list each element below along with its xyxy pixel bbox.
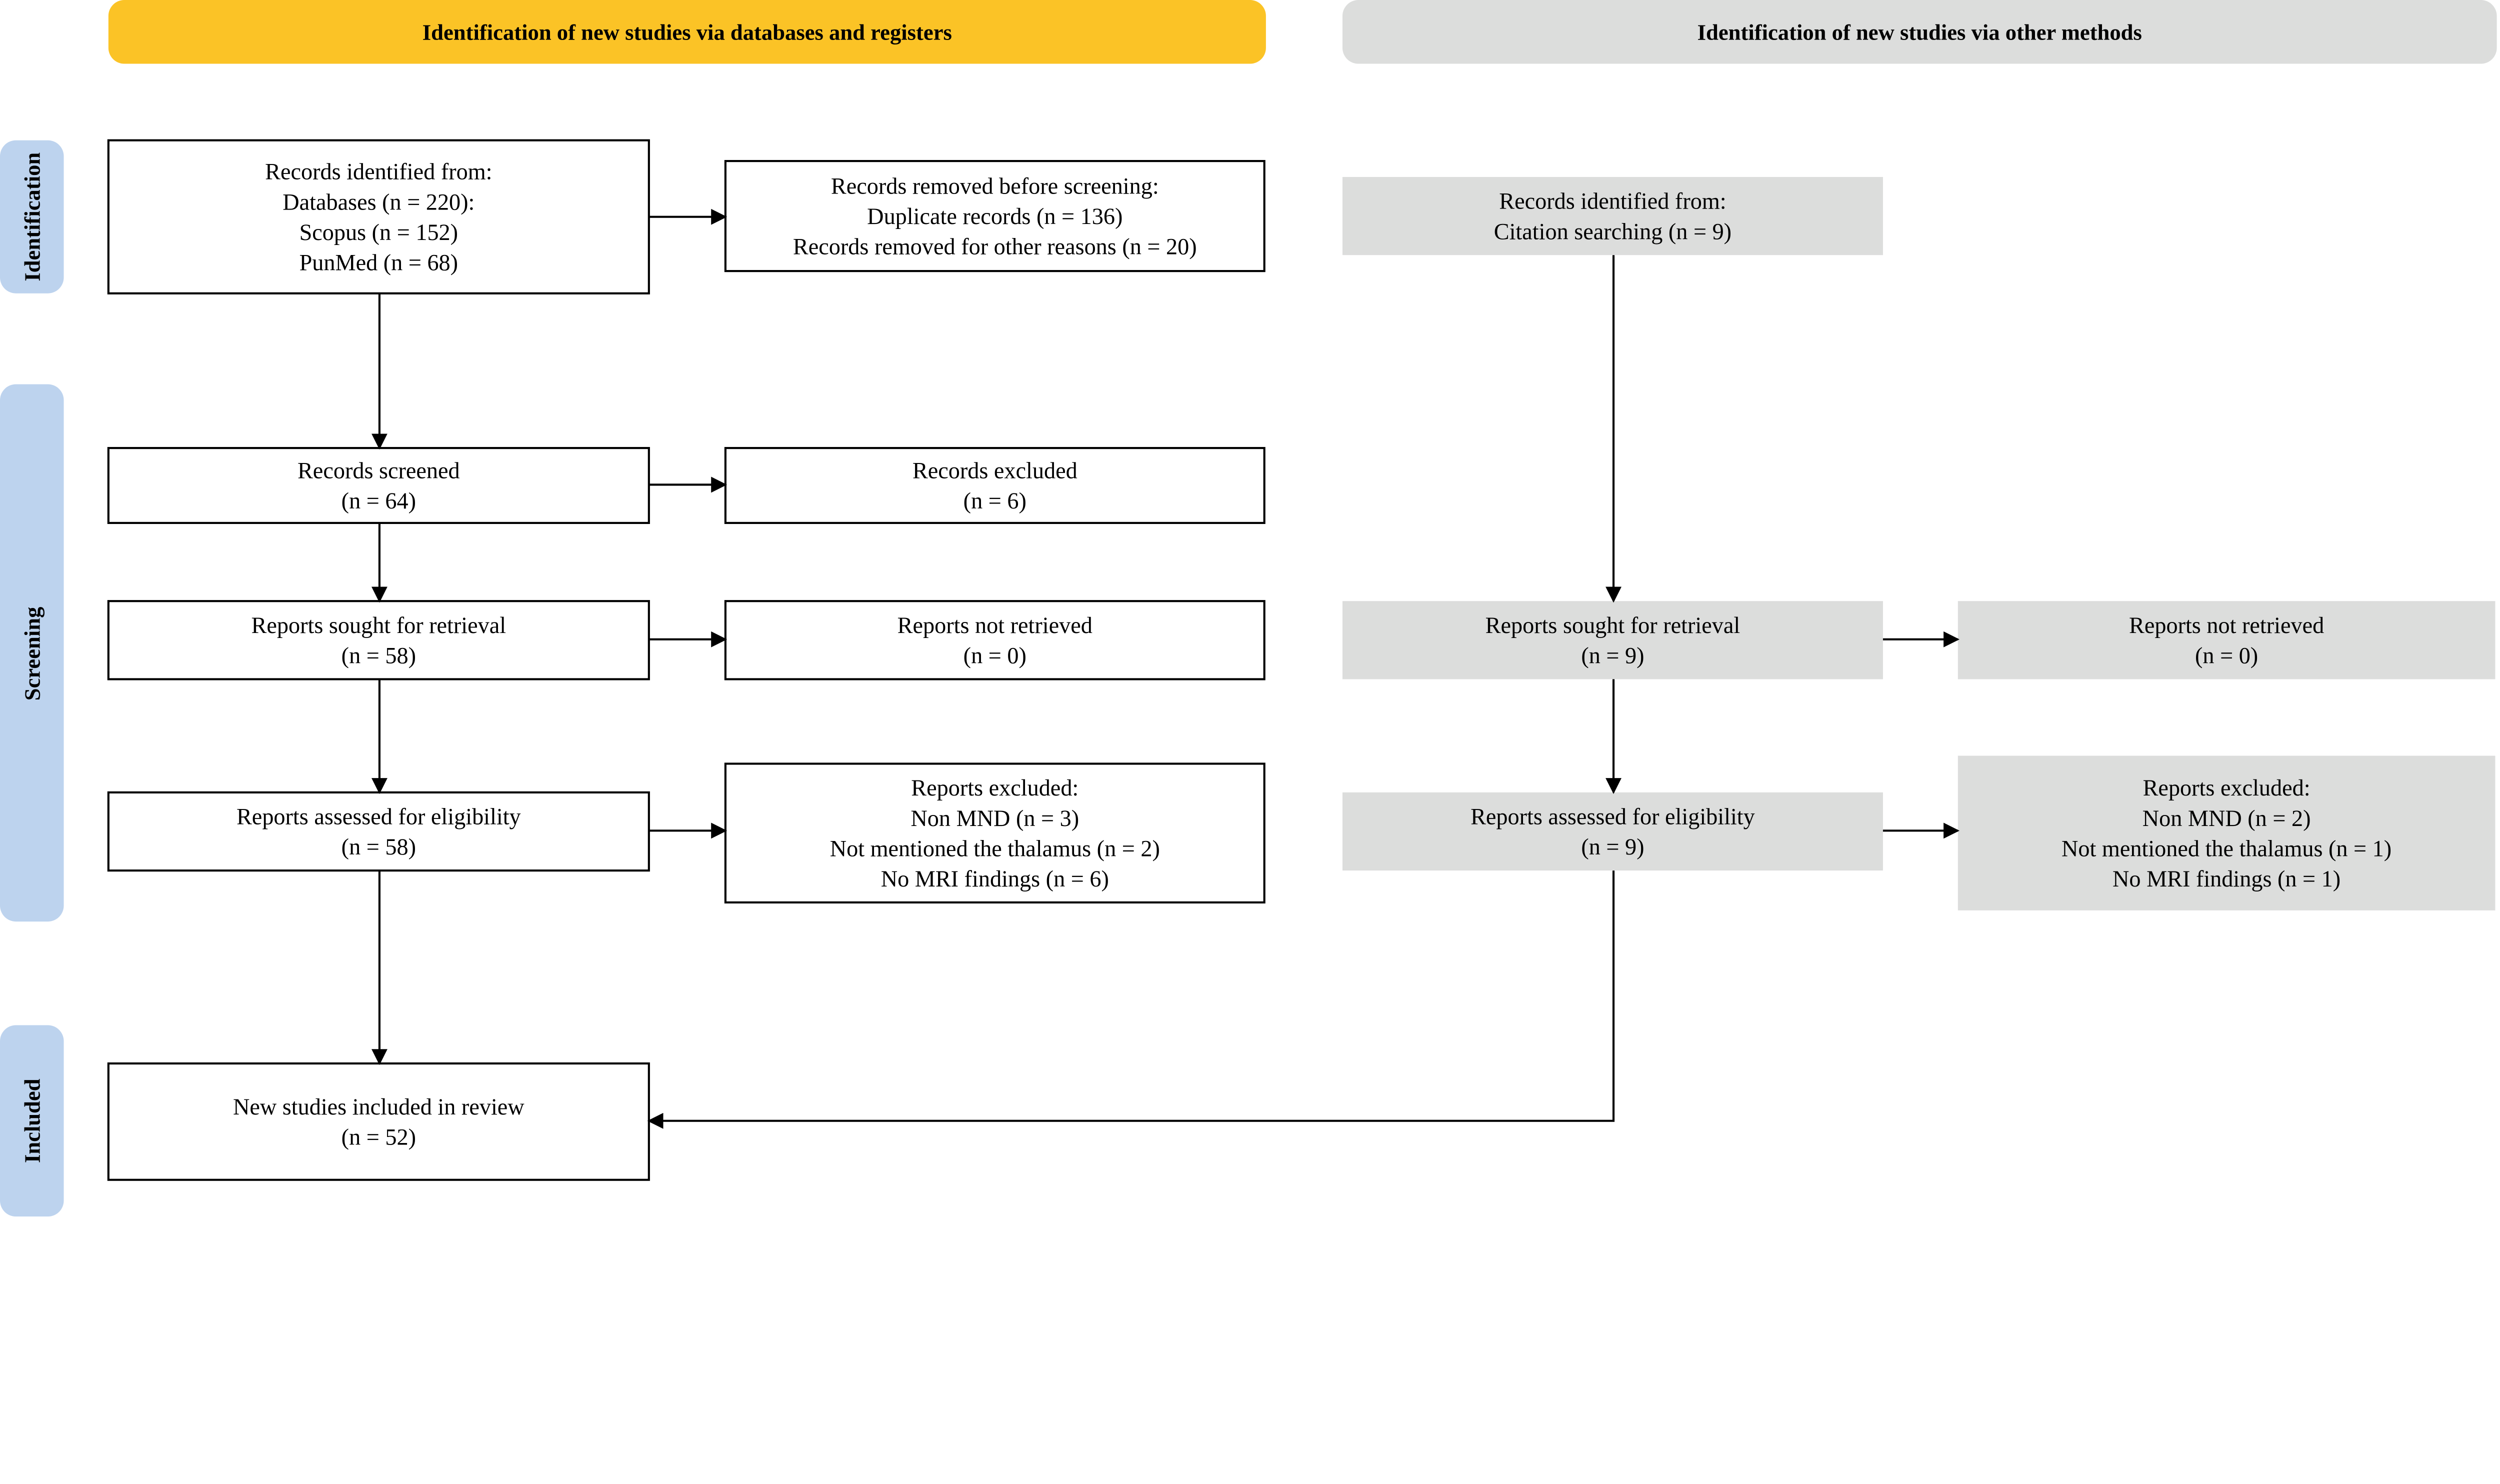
records-removed-box: Records removed before screening: Duplica… xyxy=(724,160,1266,272)
box-frame xyxy=(107,1062,650,1181)
reports-sought-box: Reports sought for retrieval (n = 58) xyxy=(107,600,650,680)
box-text-line: No MRI findings (n = 6) xyxy=(881,866,1109,892)
box-frame xyxy=(1958,756,2496,910)
box-text-line: Reports assessed for eligibility xyxy=(1470,804,1755,830)
box-text-line: No MRI findings (n = 1) xyxy=(2112,866,2340,892)
box-frame xyxy=(1342,601,1883,680)
box-text-line: Databases (n = 220): xyxy=(282,189,474,214)
box-frame xyxy=(1958,601,2496,680)
other-reports-sought-box: Reports sought for retrieval (n = 9) xyxy=(1342,601,1883,680)
other-methods-header xyxy=(1342,0,2497,64)
other-records-identified-box: Records identified from: Citation searchi… xyxy=(1342,176,1883,256)
other-reports-not-retrieved-box: Reports not retrieved (n = 0) xyxy=(1958,601,2496,680)
box-text-line: (n = 64) xyxy=(342,488,416,514)
box-text-line: (n = 58) xyxy=(342,834,416,860)
studies-included-box: New studies included in review (n = 52) xyxy=(107,1062,650,1181)
phase-screening-label: Screening xyxy=(20,607,45,701)
box-text-line: (n = 9) xyxy=(1581,834,1644,860)
other-methods-header-text: Identification of new studies via other … xyxy=(1698,20,2142,45)
reports-not-retrieved-box: Reports not retrieved (n = 0) xyxy=(724,600,1266,680)
phase-identification xyxy=(0,140,64,294)
box-text-line: Duplicate records (n = 136) xyxy=(867,204,1122,229)
box-text-line: Reports not retrieved xyxy=(2129,612,2324,638)
phase-identification-label: Identification xyxy=(20,152,45,282)
databases-header xyxy=(108,0,1266,64)
box-text-line: PunMed (n = 68) xyxy=(300,250,458,275)
box-text-line: (n = 58) xyxy=(342,643,416,668)
box-text-line: Not mentioned the thalamus (n = 2) xyxy=(830,836,1160,861)
box-text-line: Records identified from: xyxy=(265,159,492,184)
prisma-flow-diagram: Identification of new studies via databa… xyxy=(0,0,2497,1217)
box-text-line: Scopus (n = 152) xyxy=(300,220,458,245)
box-text-line: Reports sought for retrieval xyxy=(252,612,506,638)
box-text-line: New studies included in review xyxy=(233,1094,524,1120)
records-screened-box: Records screened (n = 64) xyxy=(107,446,650,524)
box-text-line: Records removed for other reasons (n = 2… xyxy=(793,234,1197,260)
phase-included-label: Included xyxy=(20,1078,45,1163)
box-text-line: (n = 0) xyxy=(964,643,1026,668)
box-text-line: Not mentioned the thalamus (n = 1) xyxy=(2062,836,2392,861)
connectors xyxy=(371,208,1960,1129)
box-text-line: Records excluded xyxy=(912,458,1078,484)
box-frame xyxy=(1342,792,1883,871)
databases-header-text: Identification of new studies via databa… xyxy=(422,20,952,45)
box-text-line: Non MND (n = 3) xyxy=(910,806,1079,831)
box-text-line: Reports assessed for eligibility xyxy=(236,804,521,830)
arrow xyxy=(647,870,1615,1129)
records-excluded-box: Records excluded (n = 6) xyxy=(724,446,1266,524)
box-text-line: Reports not retrieved xyxy=(898,612,1092,638)
records-identified-box: Records identified from: Databases (n = 2… xyxy=(107,139,650,294)
box-text-line: (n = 52) xyxy=(342,1124,416,1150)
other-reports-assessed-box: Reports assessed for eligibility (n = 9) xyxy=(1342,792,1883,871)
reports-excluded-box: Reports excluded: Non MND (n = 3) Not ment… xyxy=(724,762,1266,904)
box-frame xyxy=(107,600,650,680)
other-reports-excluded-box: Reports excluded: Non MND (n = 2) Not ment… xyxy=(1958,756,2496,910)
box-text-line: Non MND (n = 2) xyxy=(2142,806,2311,831)
box-text-line: Reports excluded: xyxy=(2143,775,2310,800)
box-text-line: Records screened xyxy=(298,458,460,484)
box-text-line: (n = 0) xyxy=(2195,643,2258,668)
box-frame xyxy=(724,160,1266,272)
box-frame xyxy=(1342,176,1883,256)
box-frame xyxy=(107,446,650,524)
box-text-line: Reports sought for retrieval xyxy=(1486,612,1740,638)
phase-screening xyxy=(0,384,64,922)
reports-assessed-box: Reports assessed for eligibility (n = 58) xyxy=(107,791,650,872)
box-text-line: (n = 6) xyxy=(964,488,1026,514)
box-frame xyxy=(724,600,1266,680)
box-text-line: Records identified from: xyxy=(1499,188,1726,214)
box-frame xyxy=(724,762,1266,904)
box-text-line: Reports excluded: xyxy=(911,775,1078,800)
box-text-line: Records removed before screening: xyxy=(831,173,1159,198)
box-text-line: Citation searching (n = 9) xyxy=(1494,218,1732,244)
phase-included xyxy=(0,1025,64,1217)
box-text-line: (n = 9) xyxy=(1581,643,1644,668)
